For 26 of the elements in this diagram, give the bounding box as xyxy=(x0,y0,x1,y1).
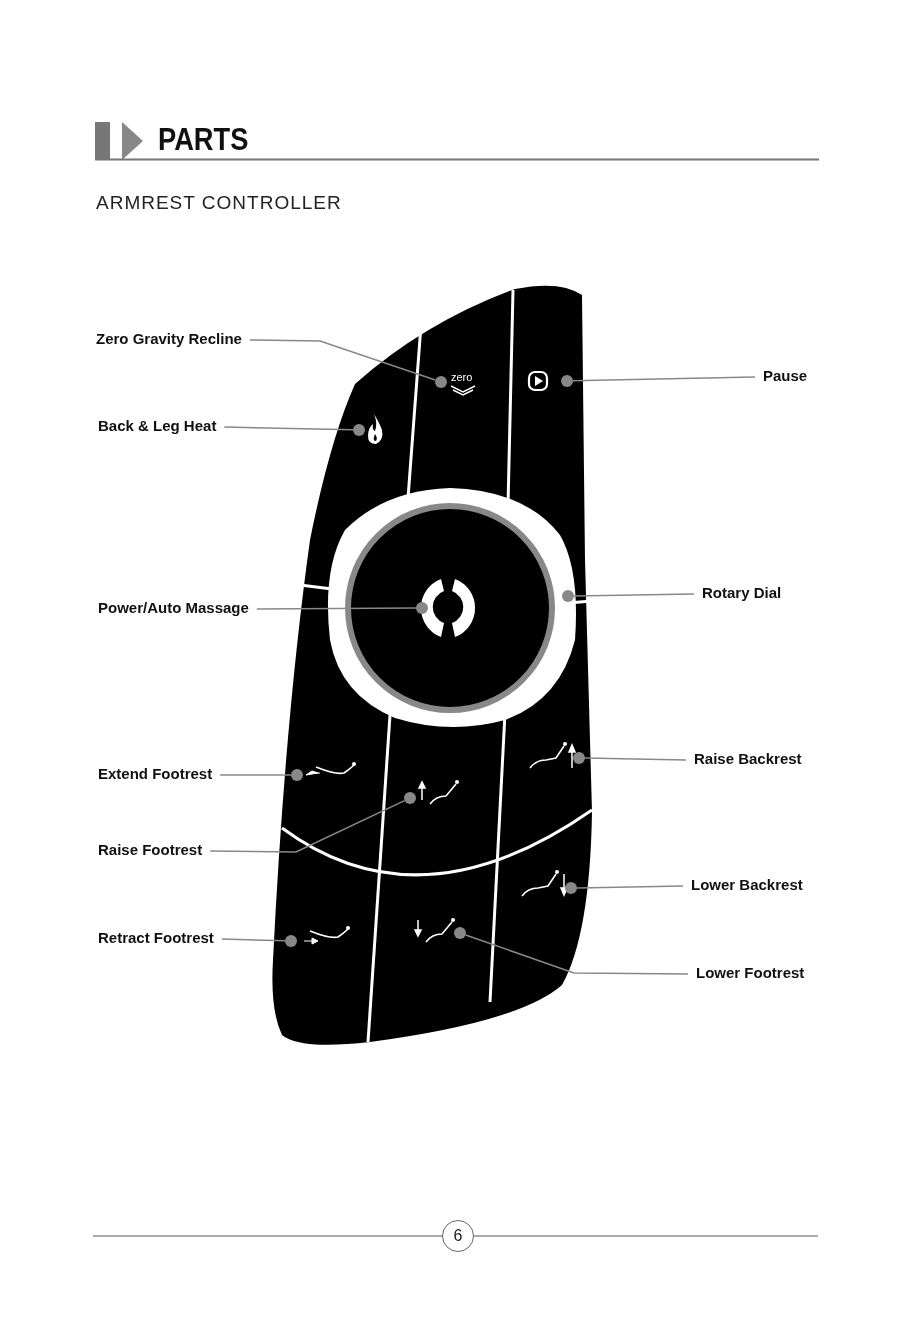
leader-line xyxy=(464,934,689,975)
part-label: Extend Footrest xyxy=(98,765,213,783)
zero-text: zero xyxy=(451,371,473,383)
leader-line xyxy=(249,339,437,381)
part-label: Lower Backrest xyxy=(691,876,803,894)
leader-line xyxy=(572,376,756,382)
part-label: Back & Leg Heat xyxy=(98,417,217,435)
part-label: Pause xyxy=(763,367,808,385)
leader-line xyxy=(221,938,286,942)
part-label: Rotary Dial xyxy=(702,584,782,602)
part-label: Raise Backrest xyxy=(694,750,802,768)
part-label: Power/Auto Massage xyxy=(98,599,249,617)
part-label: Retract Footrest xyxy=(98,929,214,947)
part-label: Zero Gravity Recline xyxy=(96,330,242,348)
page-title: PARTS xyxy=(158,121,249,159)
leader-line xyxy=(573,593,695,597)
leader-line xyxy=(256,607,417,610)
leader-line xyxy=(576,885,684,889)
leader-line xyxy=(223,426,354,431)
part-label: Raise Footrest xyxy=(98,841,203,859)
section-heading: ARMREST CONTROLLER xyxy=(96,192,342,214)
page-number: 6 xyxy=(442,1220,474,1252)
leader-line xyxy=(209,799,406,853)
leader-line xyxy=(584,757,687,761)
part-label: Lower Footrest xyxy=(696,964,805,982)
leader-line xyxy=(219,774,292,776)
